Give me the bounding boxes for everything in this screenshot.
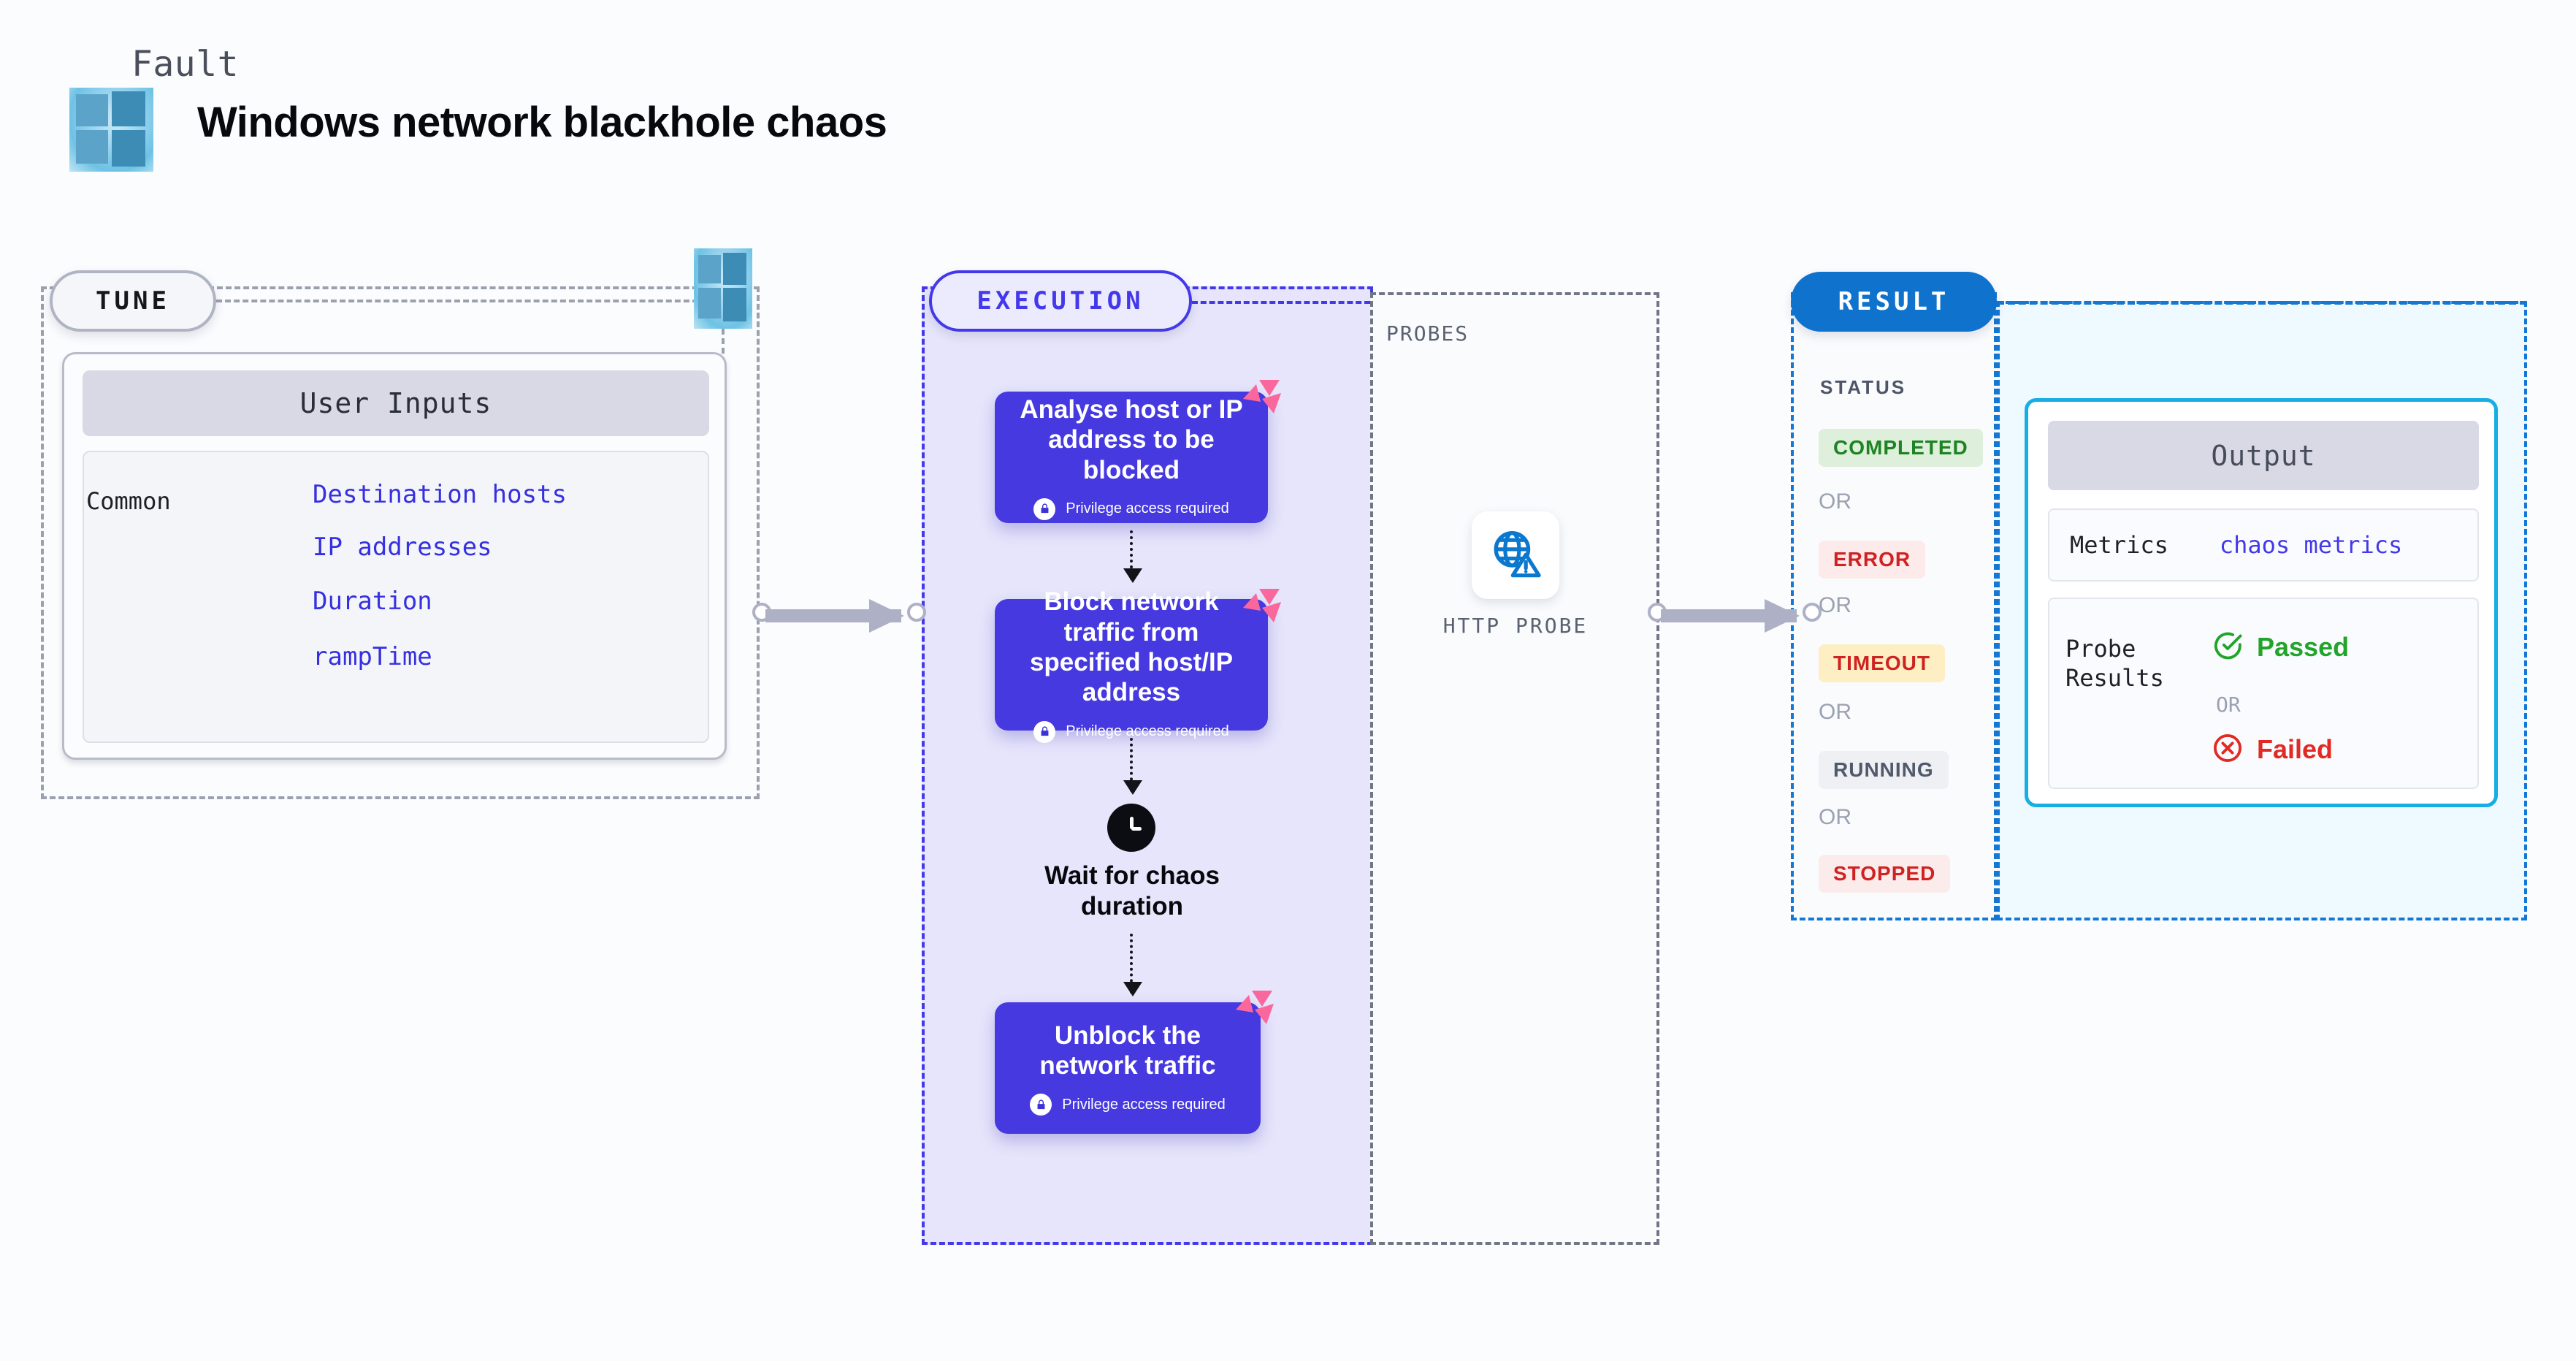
metrics-value[interactable]: chaos metrics xyxy=(2219,531,2403,559)
privilege-row: Privilege access required xyxy=(1030,1094,1226,1116)
tune-phase-pill[interactable]: TUNE xyxy=(50,270,216,332)
execution-step-title: Block network traffic from specified hos… xyxy=(1029,587,1234,707)
metrics-key: Metrics xyxy=(2070,531,2168,559)
execution-step-analyse[interactable]: Analyse host or IP address to be blocked… xyxy=(995,392,1268,523)
privilege-text: Privilege access required xyxy=(1066,500,1229,517)
status-badge-completed: COMPLETED xyxy=(1819,429,1983,467)
execution-connector-line xyxy=(1192,301,1370,304)
execution-pill-label: EXECUTION xyxy=(976,286,1144,316)
chaos-badge-icon xyxy=(1242,586,1283,624)
globe-warning-icon xyxy=(1488,527,1543,584)
page-header: Fault Windows network blackhole chaos xyxy=(69,44,1165,172)
flow-arrow-1 xyxy=(1123,530,1142,583)
param-destination-hosts[interactable]: Destination hosts xyxy=(313,480,567,509)
clock-icon xyxy=(1107,804,1155,852)
param-ip-addresses[interactable]: IP addresses xyxy=(313,533,492,562)
tune-region xyxy=(41,286,760,799)
privilege-text: Privilege access required xyxy=(1066,723,1229,740)
page-title: Windows network blackhole chaos xyxy=(197,99,887,146)
check-circle-icon xyxy=(2212,630,2244,665)
http-probe-label: HTTP PROBE xyxy=(1442,614,1589,638)
user-inputs-body xyxy=(83,451,709,743)
tune-to-execution-arrow xyxy=(752,599,935,633)
status-badge-error: ERROR xyxy=(1819,541,1926,579)
wait-for-chaos-duration-label: Wait for chaos duration xyxy=(1044,861,1220,920)
tune-pill-label: TUNE xyxy=(96,286,170,316)
status-badge-stopped: STOPPED xyxy=(1819,855,1951,893)
result-connector-line xyxy=(1997,301,2527,305)
chaos-badge-icon xyxy=(1234,988,1275,1026)
output-header: Output xyxy=(2048,421,2479,490)
windows-logo-icon xyxy=(69,88,153,172)
execution-step-title: Unblock the network traffic xyxy=(1039,1021,1216,1080)
param-ramptime[interactable]: rampTime xyxy=(313,642,432,671)
chaos-badge-icon xyxy=(1242,377,1283,415)
result-pill-label: RESULT xyxy=(1838,287,1950,316)
or-separator: OR xyxy=(1819,805,1851,829)
execution-step-block[interactable]: Block network traffic from specified hos… xyxy=(995,587,1268,743)
result-phase-pill[interactable]: RESULT xyxy=(1791,272,1997,332)
privilege-text: Privilege access required xyxy=(1062,1096,1226,1113)
execution-step-title: Analyse host or IP address to be blocked xyxy=(1020,395,1243,484)
windows-logo-icon xyxy=(694,248,752,329)
probe-result-passed: Passed xyxy=(2212,630,2349,665)
probe-result-passed-label: Passed xyxy=(2257,632,2350,662)
tune-logo-drop-line xyxy=(722,329,725,373)
status-badge-timeout: TIMEOUT xyxy=(1819,644,1945,682)
or-separator: OR xyxy=(1819,593,1851,617)
privilege-row: Privilege access required xyxy=(1033,720,1229,743)
user-inputs-card: User Inputs Common Destination hosts IP … xyxy=(62,352,727,760)
probe-result-failed-label: Failed xyxy=(2257,734,2334,764)
flow-arrow-2 xyxy=(1123,738,1142,795)
status-badge-running: RUNNING xyxy=(1819,751,1949,789)
flow-arrow-3 xyxy=(1123,934,1142,996)
tune-connector-line xyxy=(216,300,698,302)
param-duration[interactable]: Duration xyxy=(313,587,432,616)
execution-step-unblock[interactable]: Unblock the network traffic Privilege ac… xyxy=(995,1002,1261,1134)
probe-result-failed: Failed xyxy=(2212,732,2333,767)
or-separator: OR xyxy=(2216,693,2241,717)
or-separator: OR xyxy=(1819,489,1851,514)
status-label: STATUS xyxy=(1820,376,1907,398)
common-group-label: Common xyxy=(86,487,171,515)
probes-to-result-arrow xyxy=(1648,599,1830,633)
lock-icon xyxy=(1030,1094,1052,1116)
fault-kicker: Fault xyxy=(131,44,239,85)
user-inputs-header: User Inputs xyxy=(83,370,709,436)
x-circle-icon xyxy=(2212,732,2244,767)
privilege-row: Privilege access required xyxy=(1033,497,1229,520)
probes-region xyxy=(1370,292,1659,1245)
lock-icon xyxy=(1033,720,1056,743)
execution-phase-pill[interactable]: EXECUTION xyxy=(929,270,1192,332)
probes-section-label: PROBES xyxy=(1386,321,1469,346)
http-probe-tile[interactable] xyxy=(1472,511,1559,599)
or-separator: OR xyxy=(1819,700,1851,724)
metrics-row: Metrics chaos metrics xyxy=(2048,508,2479,582)
lock-icon xyxy=(1033,497,1056,520)
